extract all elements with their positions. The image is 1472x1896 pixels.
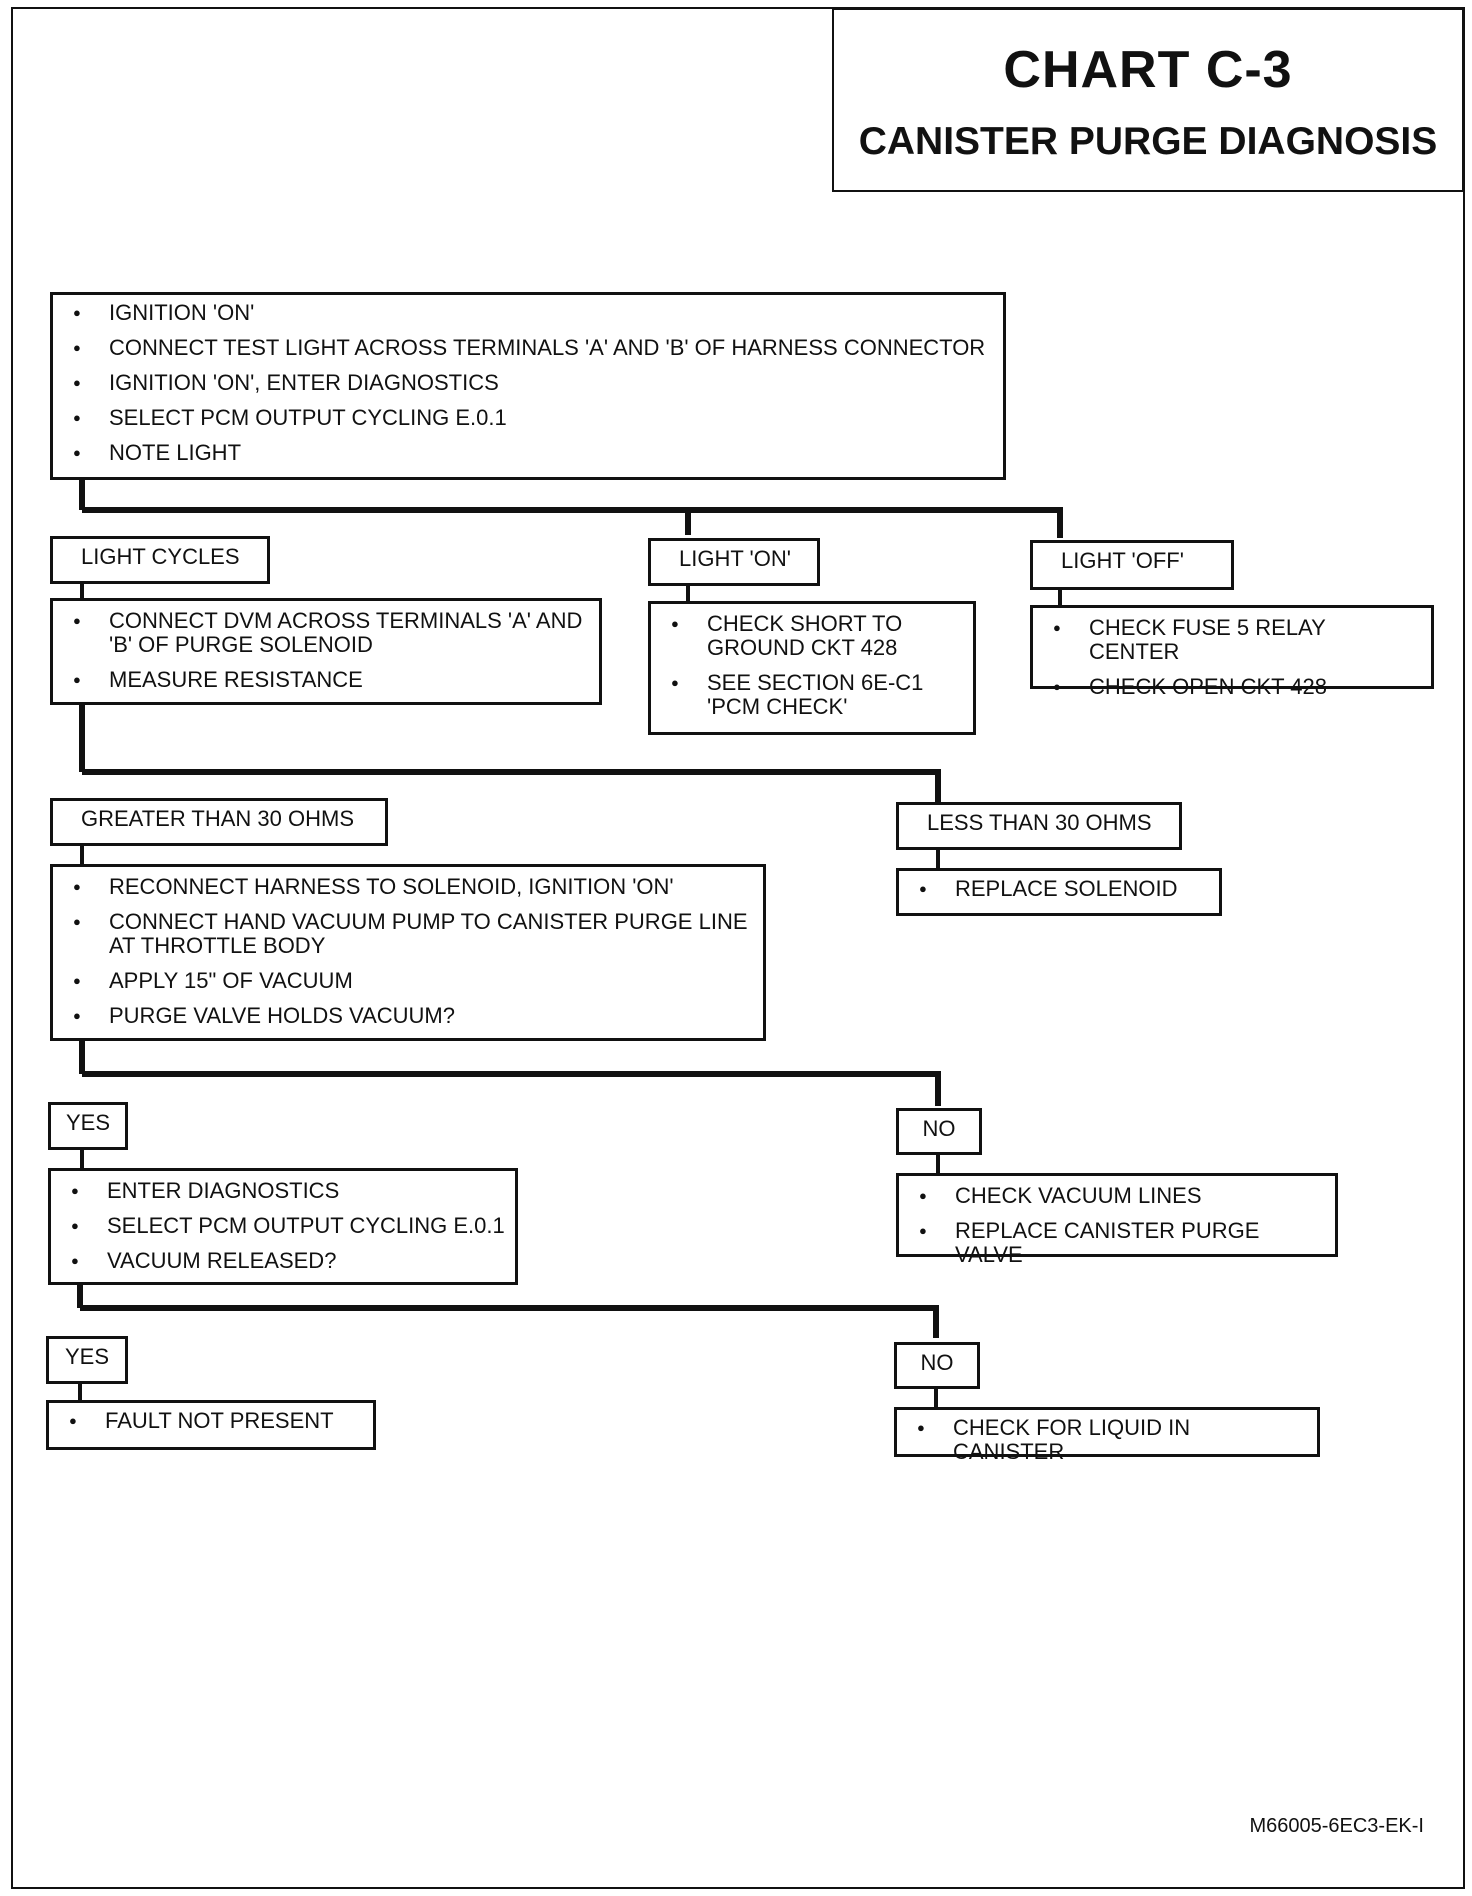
step-item: CONNECT DVM ACROSS TERMINALS 'A' AND 'B'…: [67, 609, 589, 657]
step-line: 'PCM CHECK': [707, 694, 848, 719]
page-border: [11, 7, 1465, 1889]
released-yes-steps-box: FAULT NOT PRESENT: [46, 1400, 376, 1450]
step-item: NOTE LIGHT: [67, 441, 993, 466]
label-holds-yes: YES: [48, 1102, 128, 1150]
connector-resistance-branches: [82, 769, 941, 802]
step-item: VACUUM RELEASED?: [65, 1249, 505, 1274]
label-light-cycles: LIGHT CYCLES: [50, 536, 270, 584]
step-item: CHECK FUSE 5 RELAY CENTER: [1047, 616, 1421, 664]
light-on-steps-box: CHECK SHORT TO GROUND CKT 428 SEE SECTIO…: [648, 601, 976, 735]
holds-no-steps-box: CHECK VACUUM LINES REPLACE CANISTER PURG…: [896, 1173, 1338, 1267]
chart-number: CHART C-3: [1003, 41, 1293, 99]
label-holds-no: NO: [896, 1108, 982, 1155]
step-line: RECONNECT HARNESS TO SOLENOID, IGNITION …: [109, 874, 674, 899]
step-item: IGNITION 'ON': [67, 301, 993, 326]
less-30-steps-box: REPLACE SOLENOID: [896, 868, 1222, 916]
label-light-on: LIGHT 'ON': [648, 538, 820, 586]
step-item: RECONNECT HARNESS TO SOLENOID, IGNITION …: [67, 874, 753, 900]
step-item: CHECK SHORT TO GROUND CKT 428: [665, 612, 963, 660]
connector-start-branches: [82, 507, 1063, 538]
label-released-no: NO: [894, 1342, 980, 1389]
step-line: 'B' OF PURGE SOLENOID: [109, 632, 373, 657]
chart-title-block: CHART C-3 CANISTER PURGE DIAGNOSIS: [832, 8, 1464, 192]
start-steps-box: IGNITION 'ON' CONNECT TEST LIGHT ACROSS …: [50, 292, 1006, 480]
label-less-than-30-ohms: LESS THAN 30 OHMS: [896, 802, 1182, 850]
step-item: CHECK FOR LIQUID IN CANISTER: [911, 1416, 1307, 1464]
step-item: SEE SECTION 6E-C1 'PCM CHECK': [665, 671, 963, 719]
step-item: SELECT PCM OUTPUT CYCLING E.0.1: [65, 1214, 505, 1239]
step-line: SEE SECTION 6E-C1: [707, 670, 924, 695]
step-item: CONNECT HAND VACUUM PUMP TO CANISTER PUR…: [67, 910, 753, 958]
step-item: PURGE VALVE HOLDS VACUUM?: [67, 1003, 753, 1029]
step-line: CHECK SHORT TO: [707, 611, 903, 636]
label-released-yes: YES: [46, 1336, 128, 1384]
greater-30-steps-box: RECONNECT HARNESS TO SOLENOID, IGNITION …: [50, 864, 766, 1041]
step-line: AT THROTTLE BODY: [109, 933, 326, 958]
connector-released-branches: [80, 1305, 939, 1338]
step-line: PURGE VALVE HOLDS VACUUM?: [109, 1003, 455, 1028]
step-line: CONNECT DVM ACROSS TERMINALS 'A' AND: [109, 608, 583, 633]
step-item: SELECT PCM OUTPUT CYCLING E.0.1: [67, 406, 993, 431]
figure-code: M66005-6EC3-EK-I: [1249, 1815, 1424, 1837]
step-line: GROUND CKT 428: [707, 635, 898, 660]
step-item: FAULT NOT PRESENT: [63, 1409, 363, 1434]
step-item: REPLACE SOLENOID: [913, 877, 1209, 902]
step-item: APPLY 15" OF VACUUM: [67, 968, 753, 994]
step-line: CONNECT HAND VACUUM PUMP TO CANISTER PUR…: [109, 909, 748, 934]
step-item: MEASURE RESISTANCE: [67, 667, 589, 693]
step-item: CONNECT TEST LIGHT ACROSS TERMINALS 'A' …: [67, 336, 993, 361]
step-item: CHECK VACUUM LINES: [913, 1184, 1325, 1209]
label-greater-than-30-ohms: GREATER THAN 30 OHMS: [50, 798, 388, 846]
step-item: IGNITION 'ON', ENTER DIAGNOSTICS: [67, 371, 993, 396]
holds-yes-steps-box: ENTER DIAGNOSTICS SELECT PCM OUTPUT CYCL…: [48, 1168, 518, 1285]
step-item: CHECK OPEN CKT 428: [1047, 675, 1421, 700]
label-light-off: LIGHT 'OFF': [1030, 540, 1234, 590]
step-item: REPLACE CANISTER PURGE VALVE: [913, 1219, 1325, 1267]
light-cycles-steps-box: CONNECT DVM ACROSS TERMINALS 'A' AND 'B'…: [50, 598, 602, 705]
light-off-steps-box: CHECK FUSE 5 RELAY CENTER CHECK OPEN CKT…: [1030, 605, 1434, 699]
connector-vacuum-branches: [82, 1071, 941, 1106]
step-line: MEASURE RESISTANCE: [109, 667, 363, 692]
chart-name: CANISTER PURGE DIAGNOSIS: [858, 120, 1438, 163]
released-no-steps-box: CHECK FOR LIQUID IN CANISTER: [894, 1407, 1320, 1464]
step-item: ENTER DIAGNOSTICS: [65, 1179, 505, 1204]
step-line: APPLY 15" OF VACUUM: [109, 968, 353, 993]
